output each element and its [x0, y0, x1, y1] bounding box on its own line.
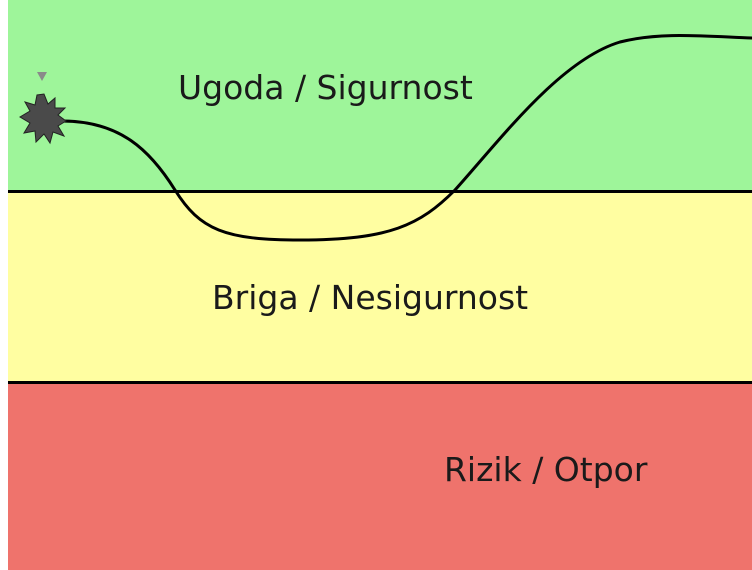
worry-zone [8, 192, 752, 383]
worry-zone-label: Briga / Nesigurnost [212, 278, 529, 317]
starburst-icon [19, 93, 67, 145]
comfort-zone [8, 0, 752, 192]
zone-divider-lower [8, 381, 752, 384]
journey-curve [60, 34, 752, 242]
risk-zone [8, 383, 752, 570]
pointer-triangle-icon [37, 72, 47, 81]
zone-divider-upper [8, 190, 752, 193]
risk-zone-label: Rizik / Otpor [444, 450, 648, 489]
comfort-zone-label: Ugoda / Sigurnost [178, 68, 473, 107]
